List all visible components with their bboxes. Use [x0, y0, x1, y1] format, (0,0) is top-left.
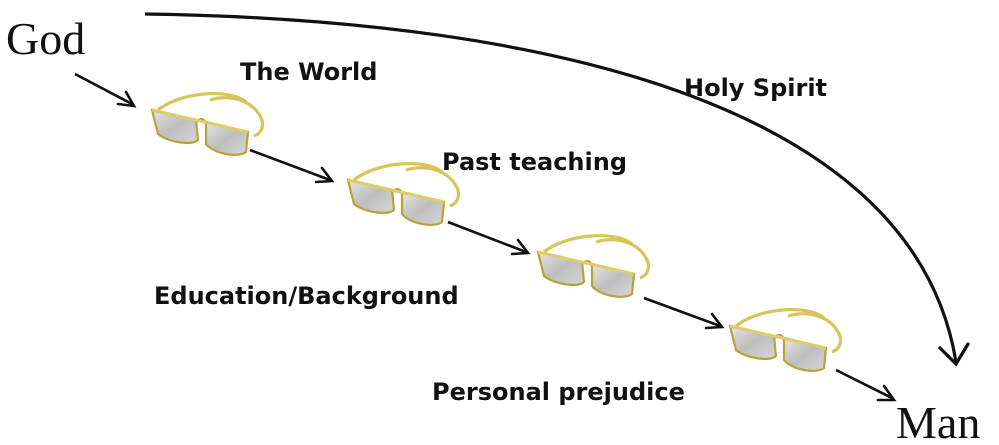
arrow-icon: [644, 298, 722, 328]
source-label: God: [6, 13, 85, 64]
arrow-icon: [250, 150, 332, 182]
lens-label-past-teaching: Past teaching: [442, 148, 627, 176]
sunglasses-icon: [152, 94, 263, 155]
lens-label-prejudice: Personal prejudice: [432, 378, 685, 406]
holy-spirit-label: Holy Spirit: [684, 74, 827, 102]
sunglasses-icon: [538, 236, 649, 297]
target-label: Man: [896, 397, 980, 445]
sunglasses-icon: [730, 310, 841, 371]
lens-label-world: The World: [240, 58, 377, 86]
arrow-icon: [448, 222, 528, 254]
arrow-icon: [75, 74, 134, 106]
arrow-icon: [836, 370, 894, 400]
lens-label-education: Education/Background: [154, 282, 459, 310]
